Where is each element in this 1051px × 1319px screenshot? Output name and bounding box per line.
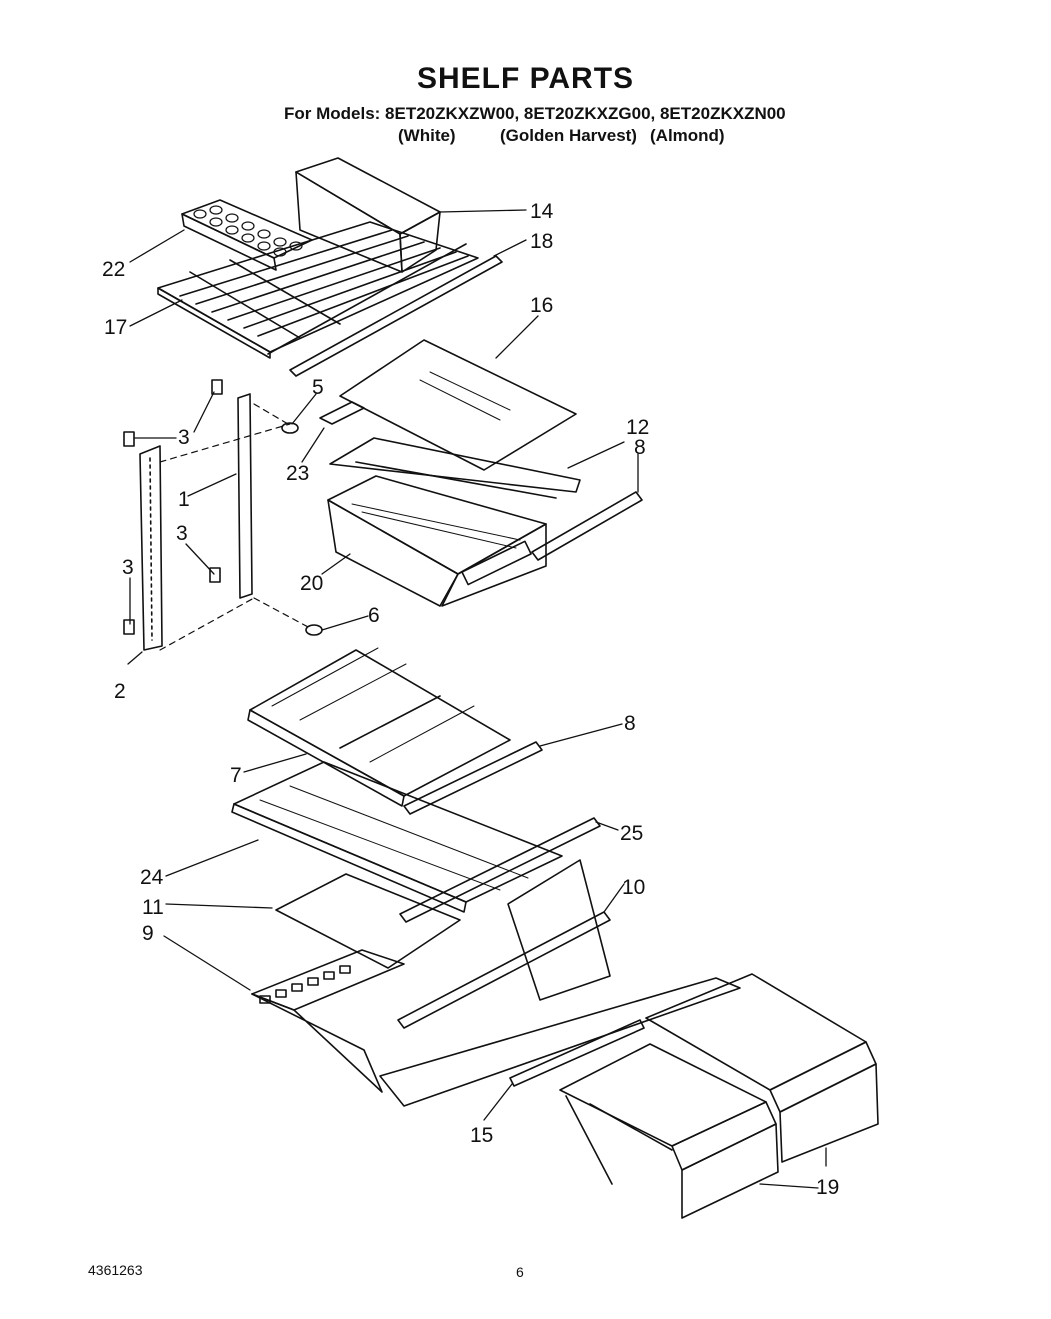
callout-23: 23 — [286, 462, 310, 485]
callout-10: 10 — [622, 876, 646, 899]
part-16-glass-shelf — [340, 340, 576, 470]
part-15-rod — [510, 1020, 644, 1086]
callout-3-top: 3 — [178, 426, 190, 449]
models-line: For Models: 8ET20ZKXZW00, 8ET20ZKXZG00, … — [284, 104, 786, 123]
color-golden-harvest: (Golden Harvest) — [500, 126, 637, 145]
callout-3-mid: 3 — [176, 522, 188, 545]
assembly-lines — [160, 404, 310, 650]
part-23-bracket — [320, 402, 364, 424]
callout-8-lower: 8 — [624, 712, 636, 735]
part-12-cover-frame — [330, 438, 580, 498]
callout-19: 19 — [816, 1176, 840, 1199]
color-white: (White) — [398, 126, 456, 145]
callout-24: 24 — [140, 866, 164, 889]
callout-14: 14 — [530, 200, 554, 223]
part-3-clips — [124, 380, 222, 634]
callout-3-lower: 3 — [122, 556, 134, 579]
part-18-shelf-trim — [268, 244, 502, 376]
part-9-frame — [252, 860, 740, 1106]
part-20-crisper-pan — [328, 476, 546, 606]
callout-7: 7 — [230, 764, 242, 787]
part-17-wire-shelf — [158, 222, 478, 358]
callout-20: 20 — [300, 572, 324, 595]
part-8-rod — [532, 492, 642, 560]
callout-5: 5 — [312, 376, 324, 399]
callout-1: 1 — [178, 488, 190, 511]
callout-16: 16 — [530, 294, 554, 317]
part-7-wire-shelf — [248, 648, 510, 806]
callout-6: 6 — [368, 604, 380, 627]
callout-18: 18 — [530, 230, 554, 253]
callout-15: 15 — [470, 1124, 494, 1147]
callout-2: 2 — [114, 680, 126, 703]
part-25-trim — [400, 818, 600, 922]
callout-11: 11 — [142, 896, 164, 919]
callout-22: 22 — [102, 258, 126, 281]
part-24-wire-shelf — [232, 762, 562, 912]
color-almond: (Almond) — [650, 126, 725, 145]
callout-8-upper: 8 — [634, 436, 646, 459]
callout-12: 12 — [626, 416, 650, 439]
part-1-rail — [238, 394, 252, 598]
part-2-rail — [140, 446, 162, 650]
part-22-ice-tray — [182, 200, 312, 270]
callout-25: 25 — [620, 822, 644, 845]
callout-9: 9 — [142, 922, 154, 945]
leader-lines — [128, 210, 826, 1188]
part-8-rod-lower — [404, 742, 542, 814]
callout-17: 17 — [104, 316, 128, 339]
part-5-screw — [282, 423, 298, 433]
part-11-glass — [276, 874, 460, 968]
page-number: 6 — [516, 1264, 524, 1280]
part-6-screw — [306, 625, 322, 635]
doc-number: 4361263 — [88, 1262, 143, 1278]
part-19-crisper-drawers — [560, 974, 878, 1218]
page-title: SHELF PARTS — [416, 62, 635, 95]
part-10-trim — [398, 912, 610, 1028]
